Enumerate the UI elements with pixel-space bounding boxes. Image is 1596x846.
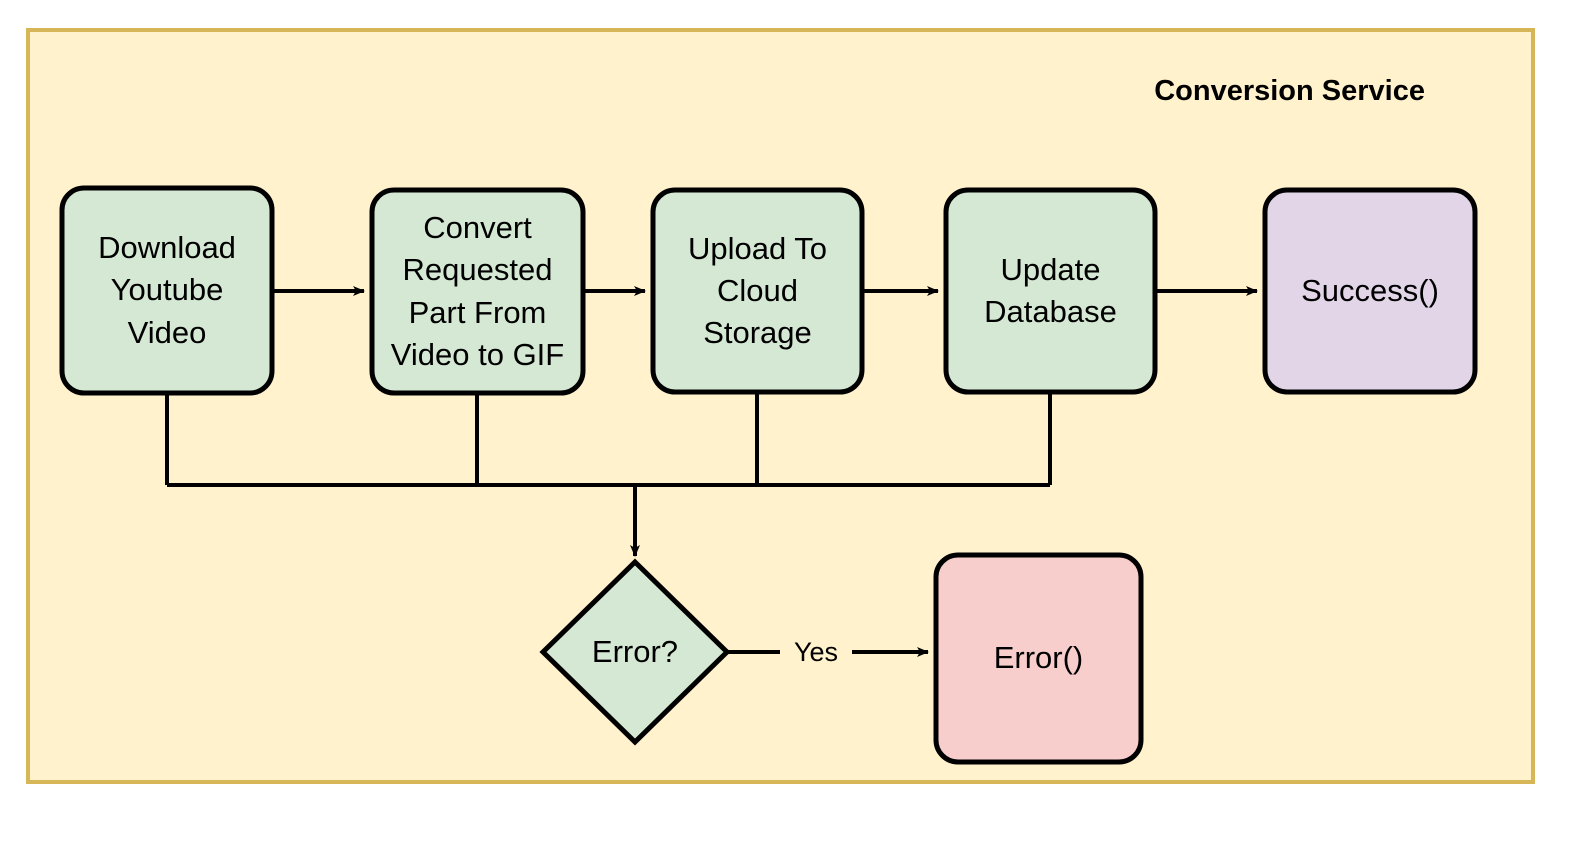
node-error-call[interactable] <box>933 552 1144 765</box>
node-error-decision[interactable] <box>539 558 731 746</box>
node-update-database[interactable] <box>943 187 1158 395</box>
edge-label-yes: Yes <box>780 634 852 670</box>
node-convert-requested-part[interactable] <box>369 187 586 396</box>
container-title: Conversion Service <box>1154 75 1425 107</box>
error-bus-lines <box>165 392 1052 487</box>
node-upload-to-cloud-storage[interactable] <box>650 187 865 395</box>
node-download-youtube-video[interactable] <box>59 185 275 396</box>
node-success[interactable] <box>1262 187 1478 395</box>
